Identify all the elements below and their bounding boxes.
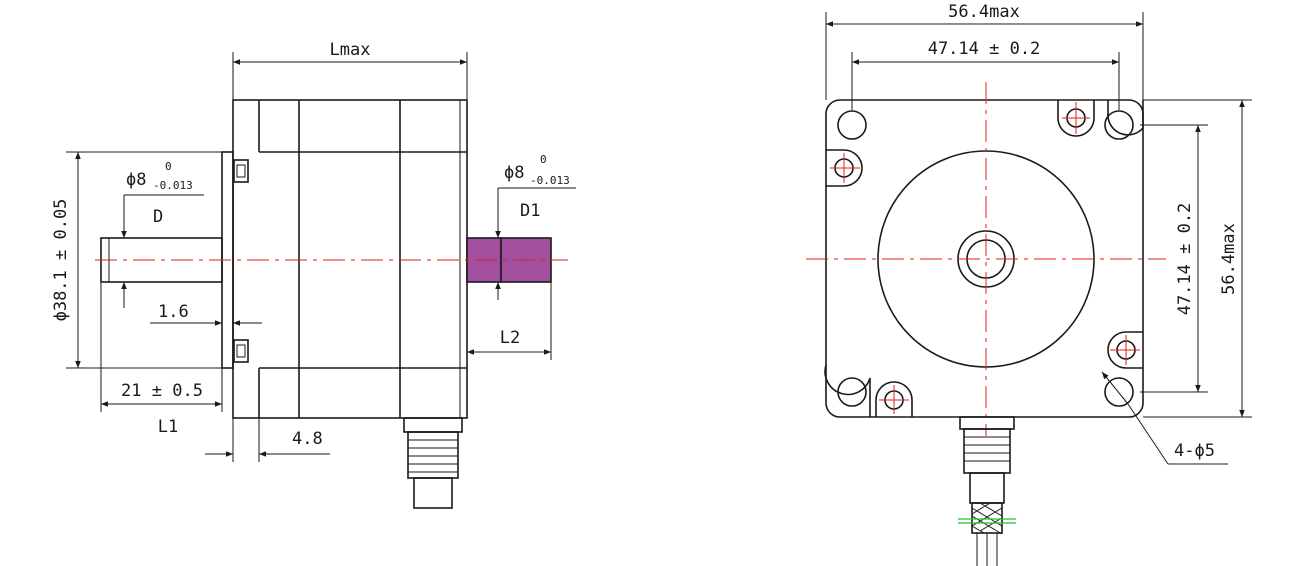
screw-left <box>826 149 863 187</box>
label-rear-shaft-diameter: ϕ8 <box>504 163 524 183</box>
label-pilot-depth: 1.6 <box>158 302 189 322</box>
screw-right <box>1107 331 1143 369</box>
motor-body <box>232 99 468 419</box>
label-height-max: 56.4max <box>1219 223 1239 295</box>
label-shaft-length: 21 ± 0.5 <box>121 381 203 401</box>
label-holes: 4-ϕ5 <box>1174 441 1215 461</box>
dim-rear-shaft-diameter <box>495 187 576 300</box>
label-l2: L2 <box>500 328 520 348</box>
label-rear-tol-lower: -0.013 <box>530 174 570 187</box>
front-cable <box>958 416 1016 566</box>
dim-lmax <box>232 52 468 100</box>
label-rear-shaft-letter: D1 <box>520 201 540 221</box>
label-pilot-diameter: ϕ38.1 ± 0.05 <box>51 199 71 322</box>
label-width-max: 56.4max <box>948 2 1020 22</box>
dim-front-shaft-diameter <box>121 194 204 308</box>
mounting-hole-br <box>1104 377 1134 407</box>
label-rear-tol-upper: 0 <box>540 153 547 166</box>
label-front-shaft-diameter: ϕ8 <box>126 170 146 190</box>
mounting-hole-tr <box>1104 100 1144 140</box>
label-front-tol-lower: -0.013 <box>153 179 193 192</box>
mounting-hole-bl <box>824 364 871 417</box>
screw-bottom <box>875 381 913 417</box>
dim-hole-spacing-v <box>1140 124 1208 393</box>
dim-flange <box>205 418 330 462</box>
screw-top <box>1057 100 1095 137</box>
label-front-tol-upper: 0 <box>165 160 172 173</box>
label-flange: 4.8 <box>292 429 323 449</box>
dim-width-max <box>825 12 1144 100</box>
mounting-hole-tl <box>837 110 867 140</box>
label-hole-spacing-h: 47.14 ± 0.2 <box>928 39 1041 59</box>
label-l1: L1 <box>158 417 178 437</box>
side-view: Lmax ϕ38.1 ± 0.05 ϕ8 0 -0.013 D 1.6 <box>51 40 576 509</box>
label-lmax: Lmax <box>330 40 371 60</box>
leader-holes <box>1101 371 1228 465</box>
cable-connector <box>403 417 463 509</box>
dim-pilot-depth <box>150 312 262 332</box>
dim-l2 <box>467 282 552 360</box>
label-hole-spacing-v: 47.14 ± 0.2 <box>1175 203 1195 316</box>
dim-shaft-length <box>100 282 223 412</box>
front-view: 56.4max 47.14 ± 0.2 47.14 ± 0.2 56.4max <box>806 2 1252 566</box>
dim-pilot-diameter <box>66 151 222 369</box>
label-front-shaft-letter: D <box>153 207 163 227</box>
dim-height-max <box>1143 99 1252 418</box>
dim-hole-spacing-h <box>851 52 1120 110</box>
